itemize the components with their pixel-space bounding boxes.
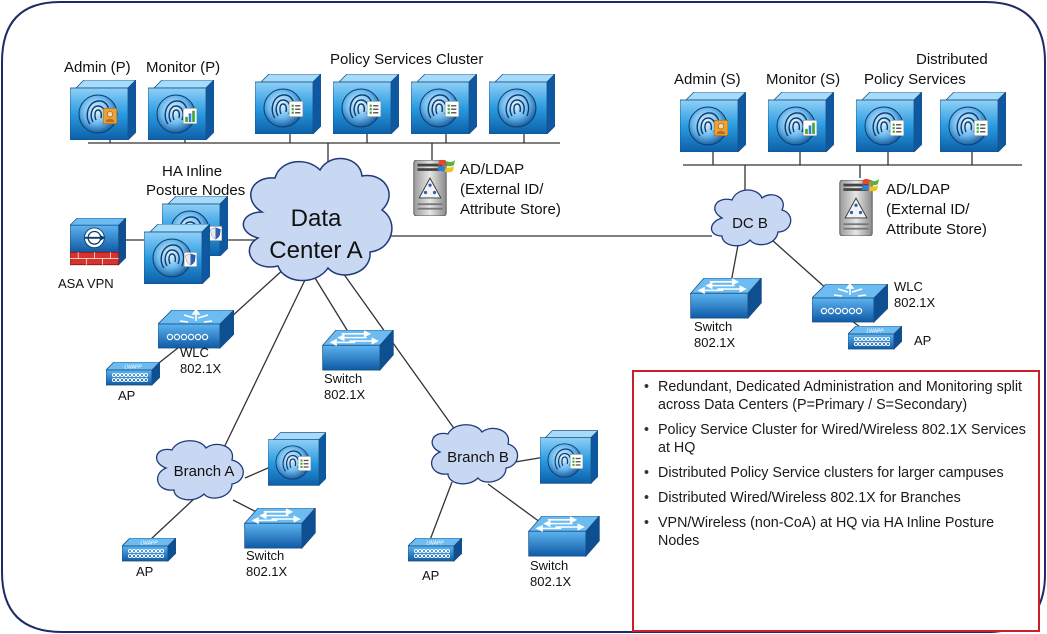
dc-b-label: DC B: [732, 215, 768, 232]
wlc-a-label-1: WLC: [180, 345, 209, 360]
branch-b-switch-device: [528, 516, 600, 557]
cloud-branch-a: [156, 440, 244, 501]
dc-a-label-line1: Data: [291, 205, 342, 232]
ha-inline-line2: Posture Nodes: [146, 182, 245, 199]
asa-vpn-device: [70, 218, 126, 266]
switch-a-device: [322, 330, 394, 371]
monitor-p-label: Monitor (P): [146, 59, 220, 76]
ap-a-label: AP: [118, 388, 135, 403]
dist-psn-node-1: [856, 92, 922, 152]
psn-cluster-label: Policy Services Cluster: [330, 51, 483, 68]
ap-b-label: AP: [914, 333, 931, 348]
ha-inline-line1: HA Inline: [162, 163, 222, 180]
wlc-a-label-2: 802.1X: [180, 361, 222, 376]
notes-list: Redundant, Dedicated Administration and …: [644, 378, 1032, 550]
wlc-b-label-1: WLC: [894, 279, 923, 294]
monitor-p-node: [148, 80, 214, 140]
branch-b-switch-label-1: Switch: [530, 558, 568, 573]
branch-a-psn-node: [268, 432, 326, 486]
switch-dcb-device: [690, 278, 762, 319]
branch-a-switch-label-1: Switch: [246, 548, 284, 563]
ad-ldap-b-line3: Attribute Store): [886, 221, 987, 238]
branch-a-ap-label: AP: [136, 564, 153, 579]
switch-dcb-label-1: Switch: [694, 319, 732, 334]
branch-b-ap-device: [408, 538, 462, 562]
notes-box: Redundant, Dedicated Administration and …: [632, 370, 1040, 632]
wlc-b-device: [812, 284, 888, 323]
psn-node-2: [333, 74, 399, 134]
admin-p-label: Admin (P): [64, 59, 131, 76]
wlc-b-label-2: 802.1X: [894, 295, 936, 310]
cloud-dc-b: [710, 189, 792, 247]
admin-s-node: [680, 92, 746, 152]
monitor-s-label: Monitor (S): [766, 71, 840, 88]
dist-psn-label-2: Policy Services: [864, 71, 966, 88]
note-item: Redundant, Dedicated Administration and …: [644, 378, 1032, 414]
note-item: Distributed Wired/Wireless 802.1X for Br…: [644, 489, 1032, 507]
branch-a-switch-label-2: 802.1X: [246, 564, 288, 579]
switch-a-label-2: 802.1X: [324, 387, 366, 402]
psn-node-3: [411, 74, 477, 134]
asa-vpn-label: ASA VPN: [58, 276, 114, 291]
ap-b-device: [848, 326, 902, 350]
ad-ldap-b-line2: (External ID/: [886, 201, 970, 218]
branch-a-ap-device: [122, 538, 176, 562]
branch-b-psn-node: [540, 430, 598, 484]
psn-node-1: [255, 74, 321, 134]
switch-a-label-1: Switch: [324, 371, 362, 386]
ad-ldap-a-line1: AD/LDAP: [460, 161, 524, 178]
cloud-data-center-a: [242, 157, 393, 282]
branch-b-ap-label: AP: [422, 568, 439, 583]
dist-psn-node-2: [940, 92, 1006, 152]
dist-psn-label-1: Distributed: [916, 51, 988, 68]
note-item: Distributed Policy Service clusters for …: [644, 464, 1032, 482]
dc-a-label-line2: Center A: [269, 237, 362, 264]
ap-a-device: [106, 362, 160, 386]
psn-node-4: [489, 74, 555, 134]
branch-b-label: Branch B: [447, 449, 509, 466]
admin-p-node: [70, 80, 136, 140]
branch-b-switch-label-2: 802.1X: [530, 574, 572, 589]
ad-ldap-b-line1: AD/LDAP: [886, 181, 950, 198]
ad-ldap-a-line2: (External ID/: [460, 181, 544, 198]
branch-a-switch-device: [244, 508, 316, 549]
switch-dcb-label-2: 802.1X: [694, 335, 736, 350]
branch-a-label: Branch A: [174, 463, 235, 480]
note-item: VPN/Wireless (non-CoA) at HQ via HA Inli…: [644, 514, 1032, 550]
admin-s-label: Admin (S): [674, 71, 741, 88]
inline-posture-node-2: [144, 224, 210, 284]
cloud-branch-b: [430, 424, 519, 485]
wlc-a-device: [158, 310, 234, 349]
ad-ldap-a-line3: Attribute Store): [460, 201, 561, 218]
note-item: Policy Service Cluster for Wired/Wireles…: [644, 421, 1032, 457]
monitor-s-node: [768, 92, 834, 152]
